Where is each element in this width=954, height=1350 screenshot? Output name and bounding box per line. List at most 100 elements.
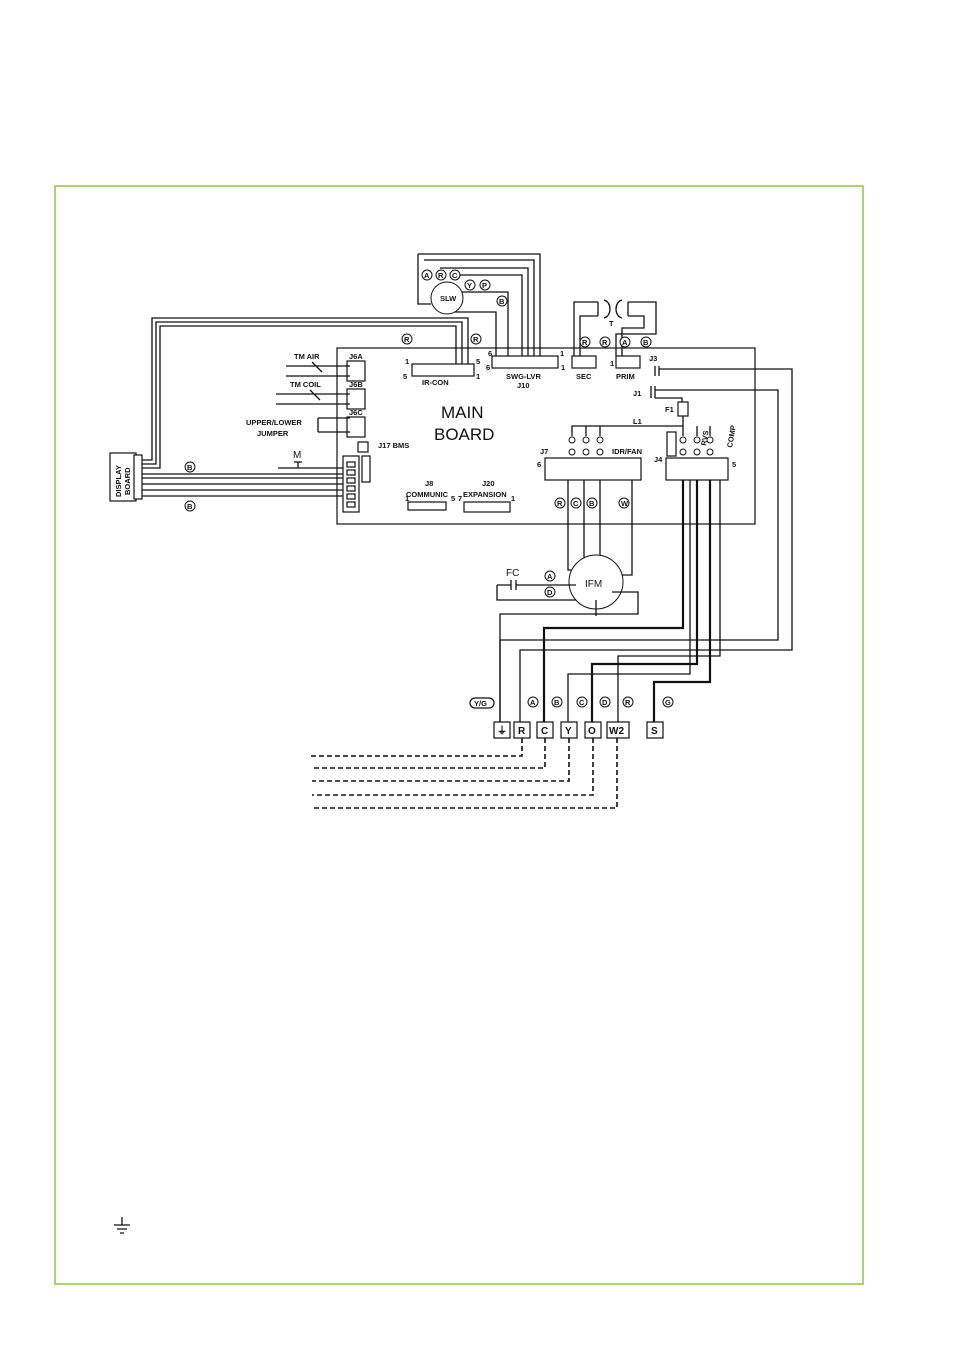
- wire-color-label: G: [665, 698, 671, 707]
- wire-color-tag: [618, 497, 630, 509]
- fuse-f1: [677, 401, 689, 417]
- connector-pin: [346, 501, 356, 508]
- wire-color-label: B: [554, 698, 560, 707]
- relay-contact: [706, 448, 714, 456]
- jumper-wire: [317, 417, 350, 433]
- j6c-connector: [346, 416, 366, 438]
- wire-color-label: B: [187, 463, 193, 472]
- wire: [142, 321, 463, 465]
- wire-color-label: Y: [467, 281, 472, 290]
- pin-number: 6: [537, 460, 541, 469]
- wire-color-label: C: [579, 698, 585, 707]
- pin-number: 1: [561, 363, 565, 372]
- wire-color-label: R: [438, 271, 444, 280]
- j7-label: J7: [540, 447, 548, 456]
- pin-number: 1: [560, 349, 564, 358]
- wire-color-tag: [421, 269, 433, 281]
- pin-number: 1: [610, 359, 614, 368]
- wire-color-tag: [640, 336, 652, 348]
- wire-color-label: R: [557, 499, 563, 508]
- fc-label: FC: [506, 568, 519, 579]
- wire-color-label: Y/G: [474, 699, 487, 708]
- ir-con-label: IR-CON: [422, 378, 449, 387]
- main-board: [336, 347, 756, 525]
- prim-label: PRIM: [616, 372, 635, 381]
- swg-lvr-label: SWG-LVR: [506, 372, 541, 381]
- display-board: [109, 452, 137, 502]
- wire-color-label: B: [187, 502, 193, 511]
- j8-connector: [407, 501, 447, 511]
- wire-color-tag: [544, 570, 556, 582]
- relay-contact: [706, 436, 714, 444]
- field-wire: [312, 738, 546, 769]
- connector-pin: [346, 469, 356, 476]
- connector-pin: [346, 485, 356, 492]
- wire: [567, 480, 633, 576]
- tm-coil-thermistor: [276, 389, 350, 405]
- terminal-label: R: [518, 726, 526, 737]
- field-wire: [314, 738, 618, 809]
- wire-color-label: R: [625, 698, 631, 707]
- j1-label: J1: [633, 389, 641, 398]
- wire-color-tag: [401, 333, 413, 345]
- wire: [652, 480, 712, 722]
- wire-color-tag: [570, 497, 582, 509]
- relay-contact: [582, 436, 590, 444]
- relay-contact: [679, 448, 687, 456]
- wire: [424, 259, 535, 356]
- rvs-label: RVS: [699, 430, 711, 447]
- sec-label: SEC: [576, 372, 592, 381]
- relay-contact: [568, 448, 576, 456]
- wire: [455, 311, 497, 356]
- j1-contact: [650, 386, 656, 398]
- communic-label: COMMUNIC: [406, 490, 449, 499]
- relay-contact: [693, 448, 701, 456]
- wire: [142, 325, 457, 469]
- j17-label: J17 BMS: [378, 441, 409, 450]
- wire-color-tag: [449, 269, 461, 281]
- j3-label: J3: [649, 354, 657, 363]
- slw-switch: [430, 281, 464, 315]
- wire-color-label: W: [621, 499, 629, 508]
- terminal-label: Y: [565, 726, 572, 737]
- wire-color-label: R: [404, 335, 410, 344]
- wire-color-tag: [435, 269, 447, 281]
- page-frame: [54, 185, 864, 1285]
- main-board-title-1: MAIN: [441, 403, 484, 422]
- wire-color-tag: [469, 697, 495, 709]
- main-board-title-2: BOARD: [434, 425, 494, 444]
- relay-contact: [693, 436, 701, 444]
- relay-bus: [571, 416, 711, 436]
- wire-color-tag: [551, 696, 563, 708]
- wire: [142, 317, 469, 461]
- relay-contact: [568, 436, 576, 444]
- j6a-label: J6A: [349, 352, 363, 361]
- motor-label: M: [293, 450, 301, 461]
- pin-number: 1: [405, 494, 409, 503]
- wire: [455, 274, 523, 356]
- j3-contact: [654, 366, 660, 376]
- tm-air-thermistor: [286, 361, 350, 377]
- display-board-connector: [133, 454, 143, 500]
- j6b-connector: [346, 388, 366, 410]
- wire-color-tag: [496, 295, 508, 307]
- wire-color-tag: [554, 497, 566, 509]
- transformer-label: T: [609, 319, 614, 328]
- j7-connector: [544, 457, 642, 481]
- relay-contact: [582, 448, 590, 456]
- j8-label: J8: [425, 479, 433, 488]
- terminal-label: C: [541, 726, 548, 737]
- wire-color-label: D: [602, 698, 608, 707]
- transformer-symbol: [597, 299, 629, 319]
- pin-number: 1: [511, 494, 515, 503]
- j4-label: J4: [654, 455, 663, 464]
- j20-label: J20: [482, 479, 495, 488]
- idr-fan-label: IDR/FAN: [612, 447, 642, 456]
- wire-color-label: R: [473, 335, 479, 344]
- pin-number: 6: [488, 349, 492, 358]
- pin-number: 5: [476, 357, 480, 366]
- wire-color-tag: [184, 500, 196, 512]
- terminal-ground: [493, 721, 511, 739]
- wire-color-label: A: [424, 271, 430, 280]
- wire-color-tag: [544, 586, 556, 598]
